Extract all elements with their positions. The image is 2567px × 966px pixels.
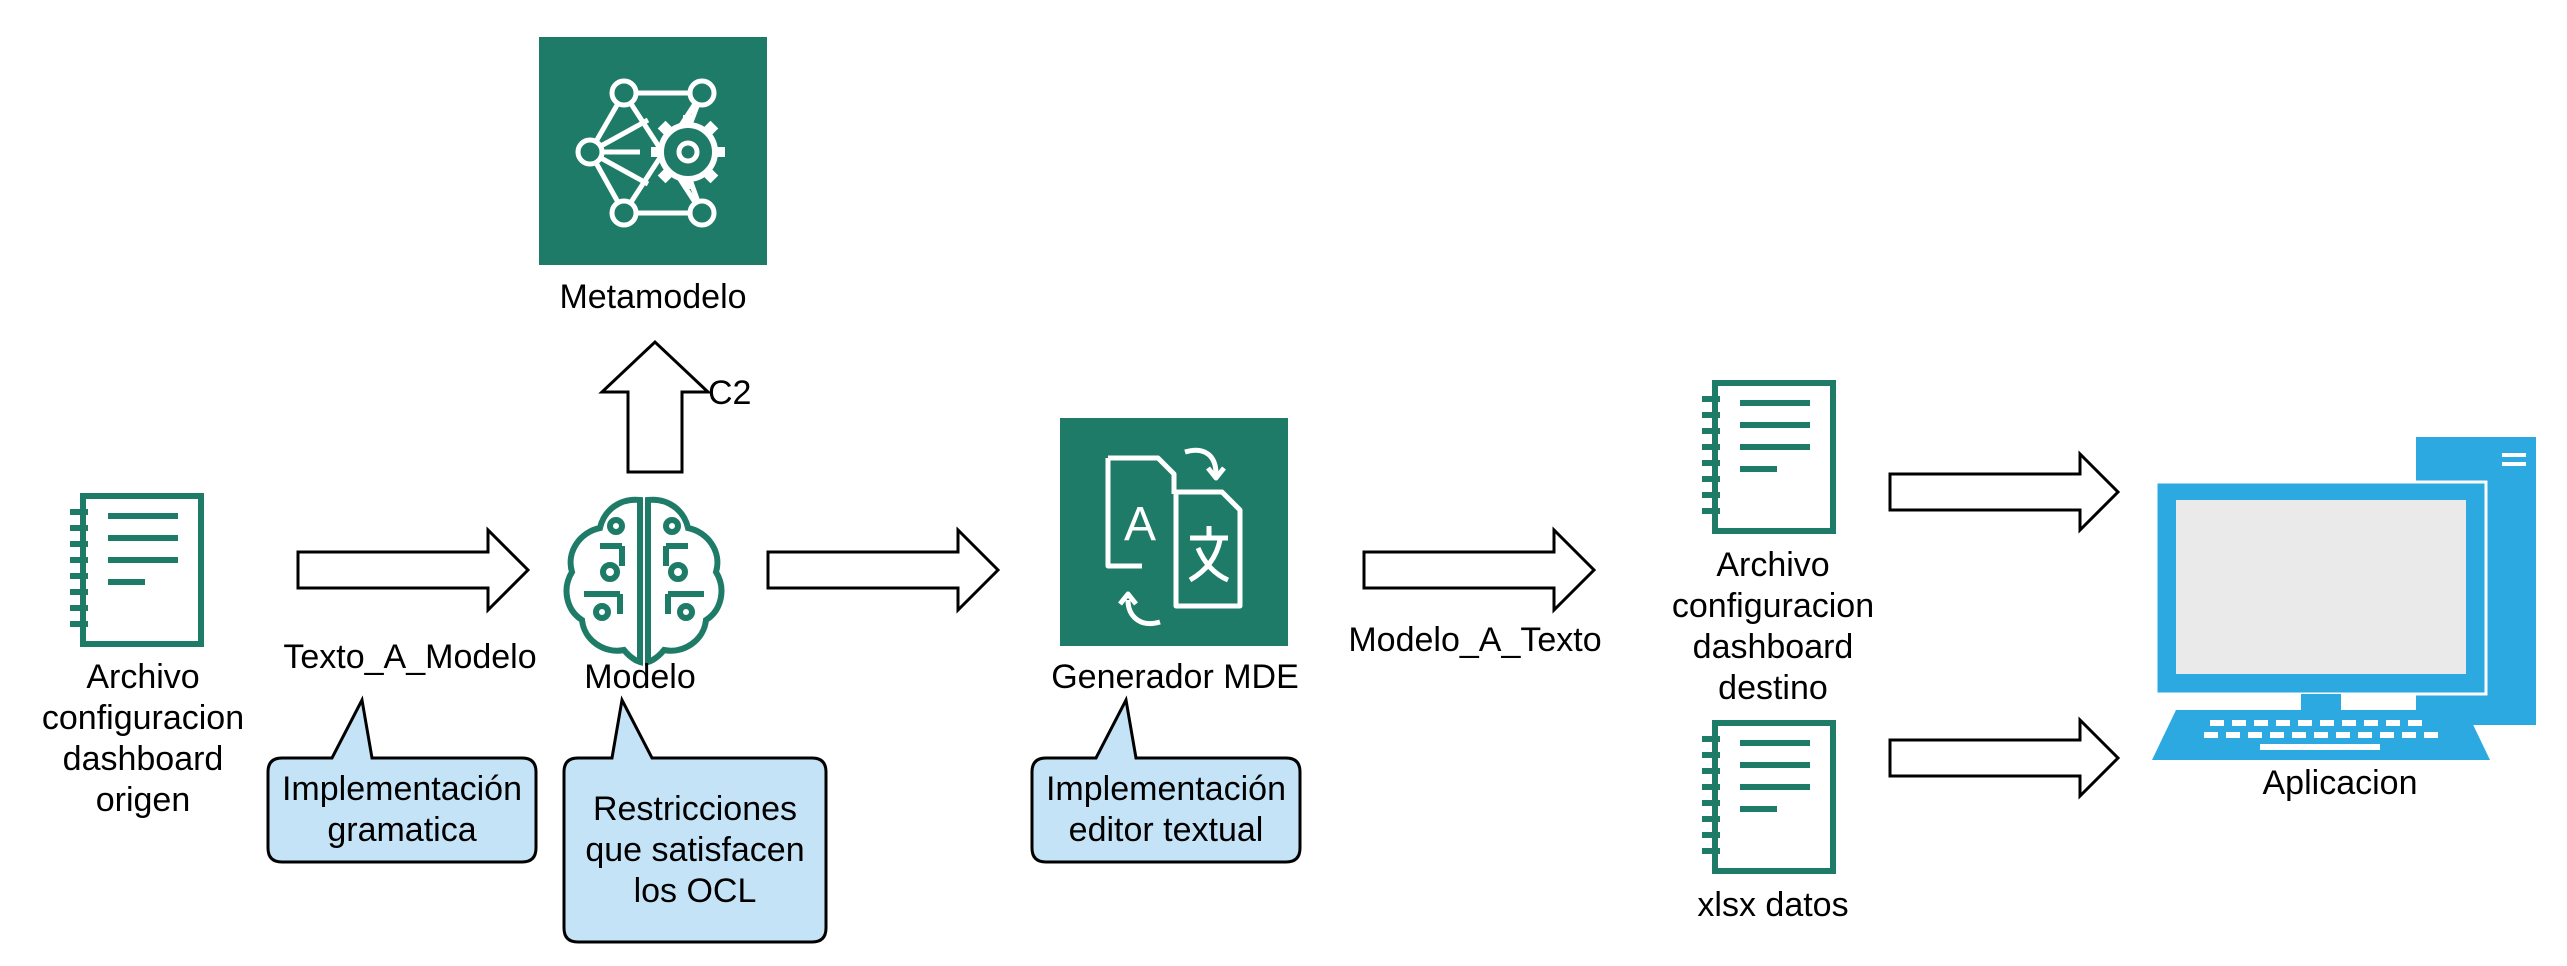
notebook-icon	[70, 493, 204, 647]
xlsx-datos-label: xlsx datos	[1697, 886, 1849, 924]
callout-restricciones-shape	[562, 695, 828, 944]
texto-a-modelo-label: Texto_A_Modelo	[283, 638, 537, 676]
aplicacion-label: Aplicacion	[2262, 764, 2418, 802]
arrow-modelo-to-metamodelo	[598, 339, 712, 474]
archivo-destino-label: Archivo configuracion dashboard destino	[1671, 546, 1875, 707]
generador-label: Generador MDE	[1051, 658, 1299, 696]
callout-gramatica-shape	[266, 695, 538, 864]
notebook-icon	[1702, 380, 1836, 534]
callout-restricciones-text: Restricciones que satisfacen los OCL	[585, 789, 805, 910]
arrow-modelo-to-generador	[766, 526, 1001, 614]
translate-document-icon: A	[1060, 418, 1288, 646]
c2-label: C2	[708, 374, 752, 412]
callout-editor-shape	[1030, 695, 1302, 864]
svg-text:A: A	[1124, 498, 1156, 551]
arrow-modelo-a-texto	[1362, 526, 1597, 614]
notebook-icon	[1702, 720, 1836, 874]
archivo-origen-label: Archivo configuracion dashboard origen	[41, 658, 245, 819]
callout-gramatica-text: Implementación gramatica	[281, 770, 522, 849]
arrow-xlsx-to-aplicacion	[1888, 716, 2121, 800]
neural-network-gear-icon	[539, 37, 767, 265]
metamodelo-label: Metamodelo	[559, 278, 747, 316]
modelo-label: Modelo	[584, 658, 696, 696]
desktop-computer-icon	[2152, 437, 2536, 760]
arrow-texto-a-modelo	[296, 526, 531, 614]
callout-editor-text: Implementación editor textual	[1045, 770, 1286, 849]
modelo-a-texto-label: Modelo_A_Texto	[1348, 621, 1602, 659]
arrow-destino-to-aplicacion	[1888, 450, 2121, 534]
brain-circuit-icon	[563, 496, 725, 666]
